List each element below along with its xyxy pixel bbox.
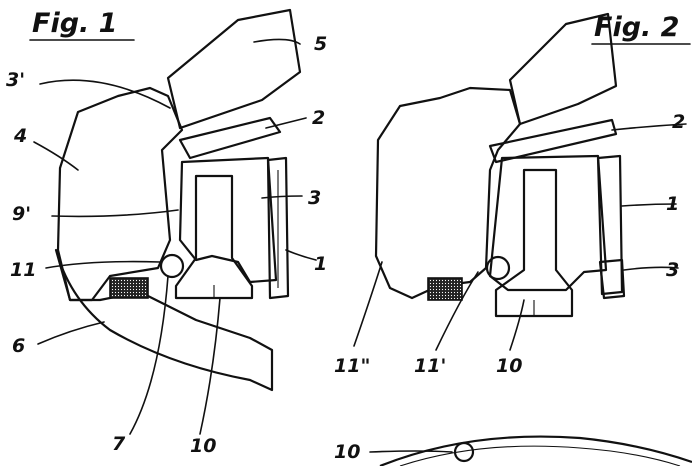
fig3-label-10: 10	[334, 441, 360, 463]
figure-2: Fig. 2 2 1 3 11" 11' 10	[334, 12, 691, 377]
fig2-title: Fig. 2	[594, 12, 679, 43]
fig2-label-11pp: 11"	[334, 355, 370, 377]
fig2-ball	[485, 255, 511, 281]
fig1-label-3: 3	[308, 187, 321, 209]
figure-1: Fig. 1 5 3' 2 4 3 9' 11 1 6 7 10	[6, 8, 327, 457]
fig1-case-bottom	[54, 248, 274, 392]
fig1-label-11: 11	[10, 259, 36, 281]
fig1-label-6: 6	[12, 335, 25, 357]
fig2-label-10: 10	[496, 355, 522, 377]
fig1-label-9p: 9'	[12, 203, 31, 225]
fig1-ring	[178, 156, 278, 284]
fig1-label-4: 4	[13, 125, 27, 147]
fig1-case-body	[56, 86, 184, 302]
fig1-gasket	[109, 277, 149, 299]
fig1-label-7: 7	[112, 433, 126, 455]
fig2-case-body	[374, 86, 522, 300]
fig2-glass-strip	[488, 118, 618, 164]
fig3-dial-arc	[379, 435, 692, 466]
fig2-screw	[494, 168, 574, 318]
fig1-glass-strip	[178, 116, 282, 160]
fig1-label-1: 1	[314, 253, 327, 275]
fig2-ring	[488, 154, 608, 292]
fig1-crystal	[166, 8, 302, 130]
fig1-title: Fig. 1	[32, 8, 117, 39]
fig1-label-3p: 3'	[6, 69, 25, 91]
fig2-label-3: 3	[666, 259, 679, 281]
fig3-crown	[453, 441, 475, 463]
fig1-label-10: 10	[190, 435, 216, 457]
fig2-plate	[596, 154, 624, 296]
fig2-gasket	[427, 277, 463, 301]
fig2-label-11p: 11'	[414, 355, 446, 377]
fig1-label-2: 2	[312, 107, 325, 129]
fig1-ball	[159, 253, 185, 279]
fig1-plate	[266, 156, 290, 300]
fig1-label-5: 5	[314, 33, 327, 55]
figure-3-partial: 10	[334, 435, 692, 466]
fig2-label-1: 1	[666, 193, 679, 215]
fig1-screw	[174, 174, 254, 300]
fig2-label-2: 2	[672, 111, 685, 133]
